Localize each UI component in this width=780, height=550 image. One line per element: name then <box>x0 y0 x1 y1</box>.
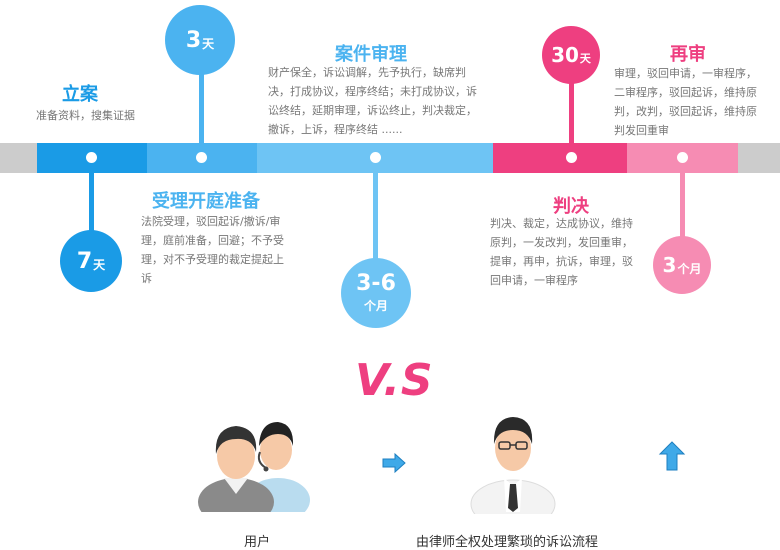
stage-desc-shouli: 法院受理，驳回起诉/撤诉/审理，庭前准备，回避；不予受理，对不予受理的裁定提起上… <box>141 215 284 285</box>
arrow-right-icon <box>382 452 406 474</box>
stage-title-zaishen: 再审 <box>670 44 706 65</box>
duration-number: 3 <box>662 253 677 277</box>
duration-circle-shenli: 3-6 个月 <box>341 258 411 328</box>
stage-title-lian: 立案 <box>62 84 98 105</box>
stem-zaishen <box>680 173 685 238</box>
duration-number: 30 <box>551 43 579 67</box>
stem-shenli <box>373 173 378 263</box>
stage-title-shenli: 案件审理 <box>335 44 407 65</box>
duration-number: 3 <box>185 27 202 53</box>
duration-number: 7 <box>76 248 93 274</box>
duration-unit: 个月 <box>677 261 702 276</box>
timeline-dot-panjue <box>566 152 577 163</box>
duration-number: 3-6 <box>356 270 396 296</box>
arrow-up-icon <box>658 441 686 471</box>
stage-desc-zaishen: 审理，驳回申请，一审程序，二审程序，驳回起诉，维持原判，改判，驳回起诉，维持原判… <box>614 67 757 137</box>
duration-unit: 天 <box>579 52 591 65</box>
timeline-dot-zaishen <box>677 152 688 163</box>
lawyer-icon <box>470 417 556 514</box>
duration-unit: 天 <box>202 36 215 51</box>
stage-desc-lian: 准备资料，搜集证据 <box>36 109 135 122</box>
timeline-dot-shouli <box>196 152 207 163</box>
vs-label: V.S <box>355 355 434 406</box>
stage-desc-shenli: 财产保全，诉讼调解，先予执行，缺席判决，打成协议，程序终结；未打成协议，诉讼终结… <box>268 66 477 136</box>
user-label: 用户 <box>244 535 271 550</box>
lawyer-label: 由律师全权处理繁琐的诉讼流程 <box>416 535 599 550</box>
stage-title-shouli: 受理开庭准备 <box>152 191 260 212</box>
duration-unit: 个月 <box>363 298 388 313</box>
timeline-dot-shenli <box>370 152 381 163</box>
timeline-segment-panjue <box>493 143 627 173</box>
stem-shouli <box>199 60 204 143</box>
duration-unit: 天 <box>93 257 106 272</box>
stem-panjue <box>569 78 574 143</box>
stem-lian <box>89 173 94 233</box>
stage-desc-panjue: 判决、裁定，达成协议，维持原判，一发改判，发回重审，提审，再申，抗诉，审理，驳回… <box>490 217 633 287</box>
timeline-dot-lian <box>86 152 97 163</box>
stage-title-panjue: 判决 <box>553 196 589 217</box>
users-icon <box>198 422 310 512</box>
